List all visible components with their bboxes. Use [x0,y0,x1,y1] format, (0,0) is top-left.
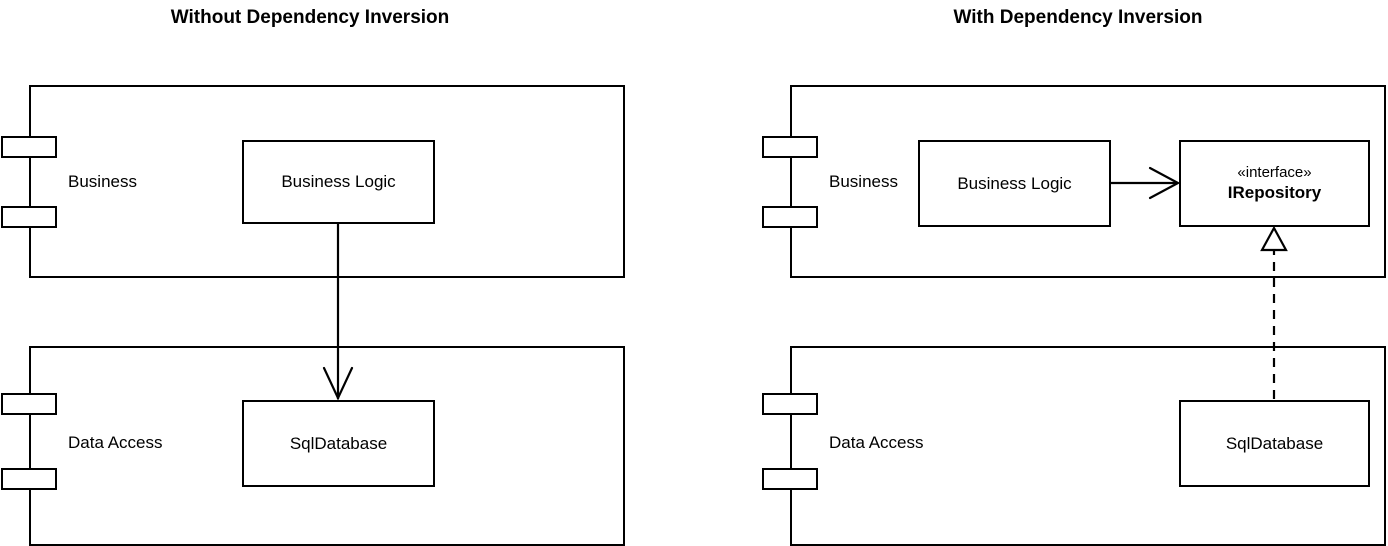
class-box-business-logic-with[interactable]: Business Logic [918,140,1111,227]
class-box-sql-database-with[interactable]: SqlDatabase [1179,400,1370,487]
package-tab-upper-business-with [762,136,818,158]
package-tab-upper-business-without [1,136,57,158]
interface-box-irepository[interactable]: «interface» IRepository [1179,140,1370,227]
package-label-business-without: Business [68,172,137,191]
class-box-business-logic-without[interactable]: Business Logic [242,140,435,224]
package-tab-lower-business-with [762,206,818,228]
package-label-data-access-with: Data Access [829,433,924,452]
panel-title-without: Without Dependency Inversion [170,7,450,28]
class-box-sql-database-without[interactable]: SqlDatabase [242,400,435,487]
package-tab-upper-data-access-with [762,393,818,415]
package-tab-lower-business-without [1,206,57,228]
package-tab-lower-data-access-with [762,468,818,490]
package-label-business-with: Business [829,172,898,191]
class-name-sql-database-with: SqlDatabase [1225,433,1324,453]
interface-stereotype-irepository: «interface» [1237,163,1312,181]
package-label-data-access-without: Data Access [68,433,163,452]
panel-title-with: With Dependency Inversion [953,7,1203,28]
class-name-business-logic-with: Business Logic [957,173,1072,193]
package-tab-upper-data-access-without [1,393,57,415]
class-name-business-logic-without: Business Logic [281,172,396,192]
interface-name-irepository: IRepository [1227,183,1322,203]
package-tab-lower-data-access-without [1,468,57,490]
class-name-sql-database-without: SqlDatabase [289,433,388,453]
